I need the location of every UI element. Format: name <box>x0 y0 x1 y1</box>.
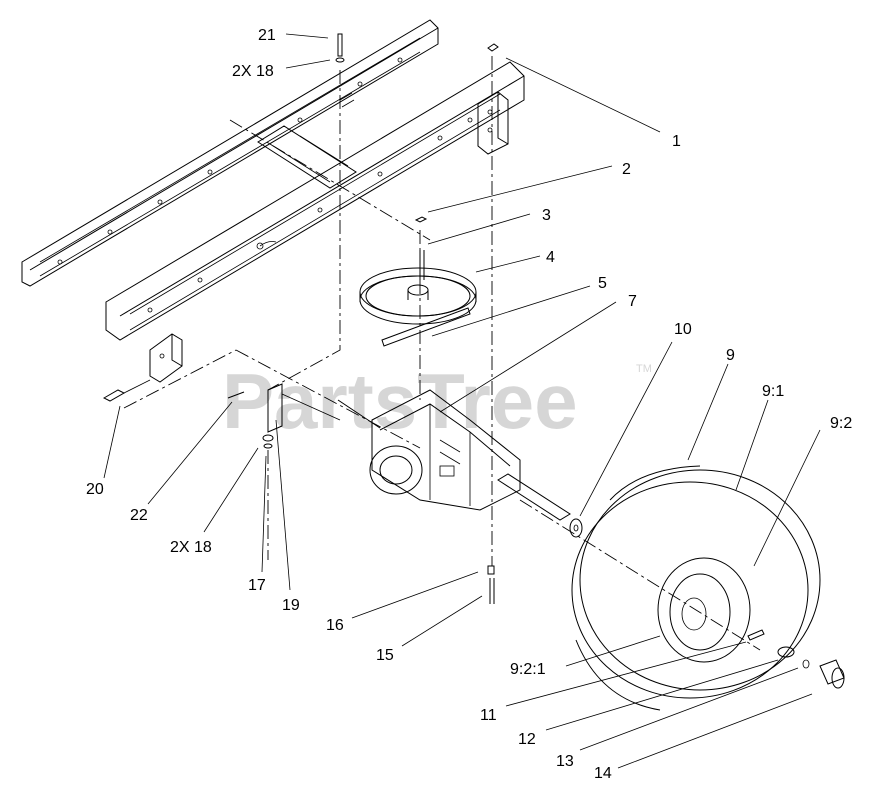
callout-17: 17 <box>248 577 266 594</box>
callout-4: 4 <box>546 249 555 266</box>
callout-7: 7 <box>628 293 637 310</box>
leader-lines <box>103 33 821 769</box>
callout-labels: 1 2 3 4 5 7 9 9:1 9:2 9:2:1 10 11 12 13 … <box>86 27 852 782</box>
callout-2: 2 <box>622 161 631 178</box>
axle-washer <box>569 518 583 538</box>
watermark-text: PartsTree <box>222 357 578 445</box>
callout-16: 16 <box>326 617 344 634</box>
callout-19: 19 <box>282 597 300 614</box>
callout-12: 12 <box>518 731 536 748</box>
callout-2x18-top: 2X 18 <box>232 63 274 80</box>
callout-9: 9 <box>726 347 735 364</box>
frame-cross-member <box>229 119 431 241</box>
callout-9-2-1: 9:2:1 <box>510 661 546 678</box>
fasteners <box>262 33 495 604</box>
left-bracket <box>102 333 183 402</box>
callout-2x18-bottom: 2X 18 <box>170 539 212 556</box>
callout-9-2: 9:2 <box>830 415 852 432</box>
mounting-bracket <box>477 43 509 155</box>
frame-rail-lower <box>105 61 525 341</box>
callout-22: 22 <box>130 507 148 524</box>
callout-15: 15 <box>376 647 394 664</box>
callout-9-1: 9:1 <box>762 383 784 400</box>
callout-10: 10 <box>674 321 692 338</box>
frame-rail-upper <box>21 19 439 287</box>
pulley-assembly <box>359 216 477 347</box>
callout-3: 3 <box>542 207 551 224</box>
watermark-trademark: TM <box>636 363 652 375</box>
callout-5: 5 <box>598 275 607 292</box>
callout-11: 11 <box>480 707 497 724</box>
watermark: PartsTree TM <box>222 357 652 445</box>
callout-20: 20 <box>86 481 104 498</box>
callout-13: 13 <box>556 753 574 770</box>
callout-14: 14 <box>594 765 612 782</box>
callout-1: 1 <box>672 133 681 150</box>
center-lines <box>123 56 761 651</box>
callout-21: 21 <box>258 27 276 44</box>
wheel-tire <box>571 465 845 711</box>
